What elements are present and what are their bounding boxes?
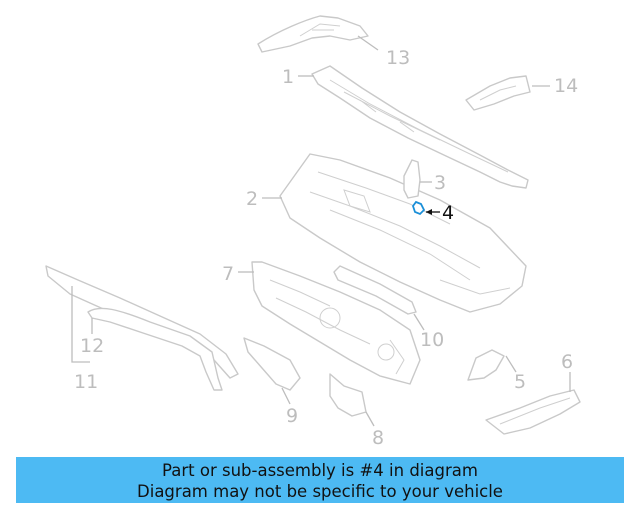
part-7[interactable] bbox=[251, 261, 421, 385]
leader-8 bbox=[365, 411, 375, 427]
callout-4: 4 bbox=[442, 202, 454, 224]
banner-line-1: Part or sub-assembly is #4 in diagram bbox=[162, 461, 478, 480]
callout-5: 5 bbox=[514, 371, 526, 393]
leader-11 bbox=[71, 286, 90, 363]
callout-1: 1 bbox=[282, 66, 294, 88]
callout-13: 13 bbox=[386, 47, 410, 69]
part-13[interactable] bbox=[257, 15, 369, 53]
banner-line-2: Diagram may not be specific to your vehi… bbox=[137, 482, 503, 501]
part-4[interactable] bbox=[411, 200, 426, 216]
part-10[interactable] bbox=[333, 265, 417, 315]
callout-14: 14 bbox=[554, 75, 578, 97]
part-9[interactable] bbox=[243, 337, 301, 391]
callout-2: 2 bbox=[246, 188, 258, 210]
leader-4-arrow-icon bbox=[426, 209, 432, 215]
callout-3: 3 bbox=[434, 172, 446, 194]
part-14[interactable] bbox=[465, 75, 531, 111]
info-banner: Part or sub-assembly is #4 in diagram Di… bbox=[16, 457, 624, 503]
part-6[interactable] bbox=[485, 389, 581, 435]
leader-5 bbox=[505, 355, 517, 373]
callout-9: 9 bbox=[286, 405, 298, 427]
leader-13 bbox=[357, 35, 379, 51]
leader-9 bbox=[281, 387, 291, 405]
callout-7: 7 bbox=[222, 263, 234, 285]
callout-10: 10 bbox=[420, 329, 444, 351]
parts-diagram: 13 1 14 2 3 4 7 10 bbox=[45, 15, 581, 449]
part-3[interactable] bbox=[403, 159, 421, 199]
part-2[interactable] bbox=[279, 153, 527, 313]
leader-10 bbox=[413, 313, 425, 331]
callout-12: 12 bbox=[80, 335, 104, 357]
part-5[interactable] bbox=[467, 349, 505, 381]
part-12[interactable] bbox=[87, 307, 223, 391]
callout-8: 8 bbox=[372, 427, 384, 449]
callout-11: 11 bbox=[74, 371, 98, 393]
callout-6: 6 bbox=[561, 351, 573, 373]
part-1[interactable] bbox=[311, 65, 529, 189]
part-8[interactable] bbox=[329, 373, 367, 417]
